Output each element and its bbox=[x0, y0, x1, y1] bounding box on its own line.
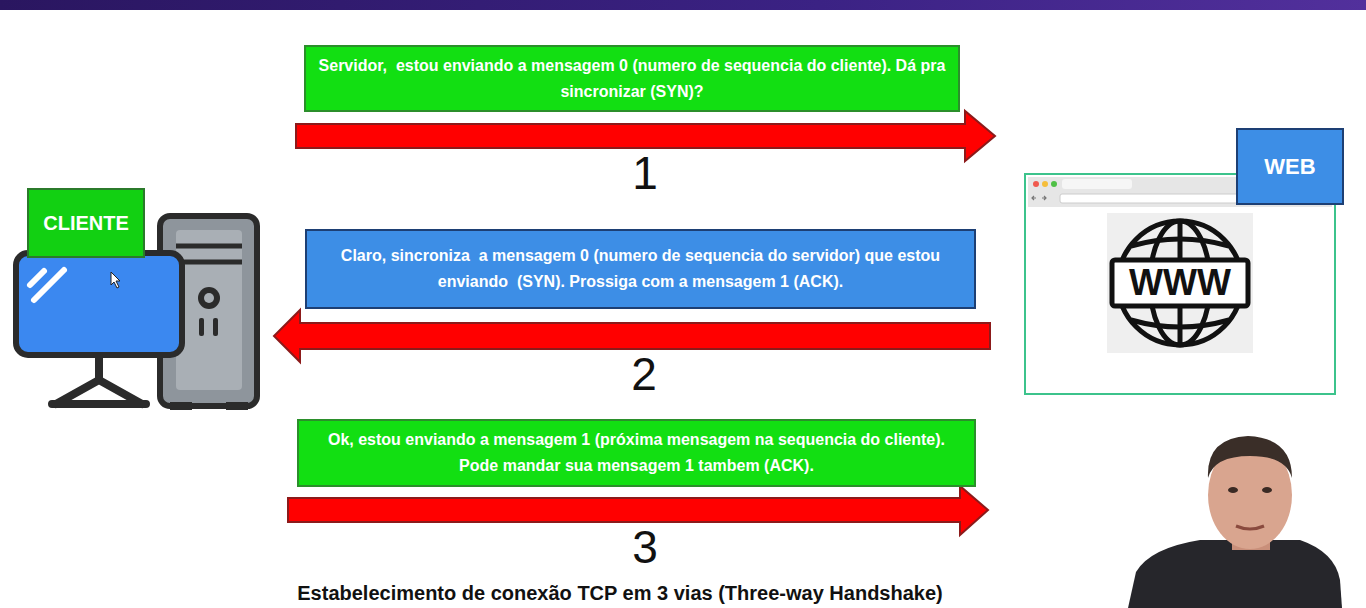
message-box: Claro, sincroniza a mensagem 0 (numero d… bbox=[305, 229, 976, 309]
message-text: Claro, sincroniza a mensagem 0 (numero d… bbox=[319, 243, 962, 295]
monitor-stand bbox=[52, 356, 146, 404]
nav-arrows bbox=[1032, 196, 1046, 200]
power-button bbox=[204, 293, 214, 303]
globe-text: WWW bbox=[1129, 265, 1231, 301]
tower-panel bbox=[176, 230, 242, 390]
window-dot bbox=[1051, 181, 1057, 187]
drive-bay bbox=[176, 260, 242, 265]
globe-parallel bbox=[1131, 320, 1229, 327]
tag-text: WEB bbox=[1264, 154, 1315, 180]
globe-band bbox=[1112, 260, 1248, 306]
slot bbox=[213, 318, 218, 336]
message-text: Servidor, estou enviando a mensagem 0 (n… bbox=[318, 53, 946, 105]
tag-text: CLIENTE bbox=[43, 211, 129, 235]
globe-parallel bbox=[1131, 239, 1229, 246]
browser-window bbox=[1025, 174, 1335, 394]
www-globe bbox=[1112, 221, 1248, 345]
globe-background bbox=[1107, 213, 1253, 353]
window-dot bbox=[1042, 181, 1048, 187]
top-bar bbox=[0, 0, 1366, 10]
client-tag: CLIENTE bbox=[27, 188, 145, 258]
server-tag: WEB bbox=[1236, 128, 1344, 205]
globe-outline bbox=[1118, 221, 1242, 345]
window-dot bbox=[1033, 181, 1039, 187]
screen-glare bbox=[30, 271, 44, 285]
mouse-cursor bbox=[111, 272, 120, 288]
message-box: Servidor, estou enviando a mensagem 0 (n… bbox=[304, 45, 960, 112]
tower-foot bbox=[226, 402, 248, 410]
computer-monitor bbox=[16, 253, 182, 404]
callout-number: 3 bbox=[632, 524, 658, 570]
browser-tab bbox=[1062, 179, 1132, 189]
monitor-screen bbox=[16, 253, 182, 355]
drive-bay bbox=[176, 244, 242, 249]
callout-number: 1 bbox=[632, 150, 658, 196]
presenter bbox=[1128, 436, 1342, 608]
presenter-shirt bbox=[1128, 540, 1342, 608]
presenter-eye bbox=[1262, 487, 1272, 493]
power-button bbox=[198, 287, 220, 309]
address-bar bbox=[1060, 194, 1260, 203]
slot bbox=[199, 318, 204, 336]
presenter-hair bbox=[1208, 436, 1292, 478]
browser-frame bbox=[1025, 174, 1335, 394]
tower-foot bbox=[170, 402, 192, 410]
presenter-mouth bbox=[1236, 526, 1264, 529]
callout-number: 2 bbox=[631, 351, 657, 397]
caption: Estabelecimento de conexão TCP em 3 vias… bbox=[297, 582, 942, 605]
message-text: Ok, estou enviando a mensagem 1 (próxima… bbox=[311, 427, 962, 479]
presenter-eye bbox=[1228, 487, 1238, 493]
message-box: Ok, estou enviando a mensagem 1 (próxima… bbox=[297, 419, 976, 487]
